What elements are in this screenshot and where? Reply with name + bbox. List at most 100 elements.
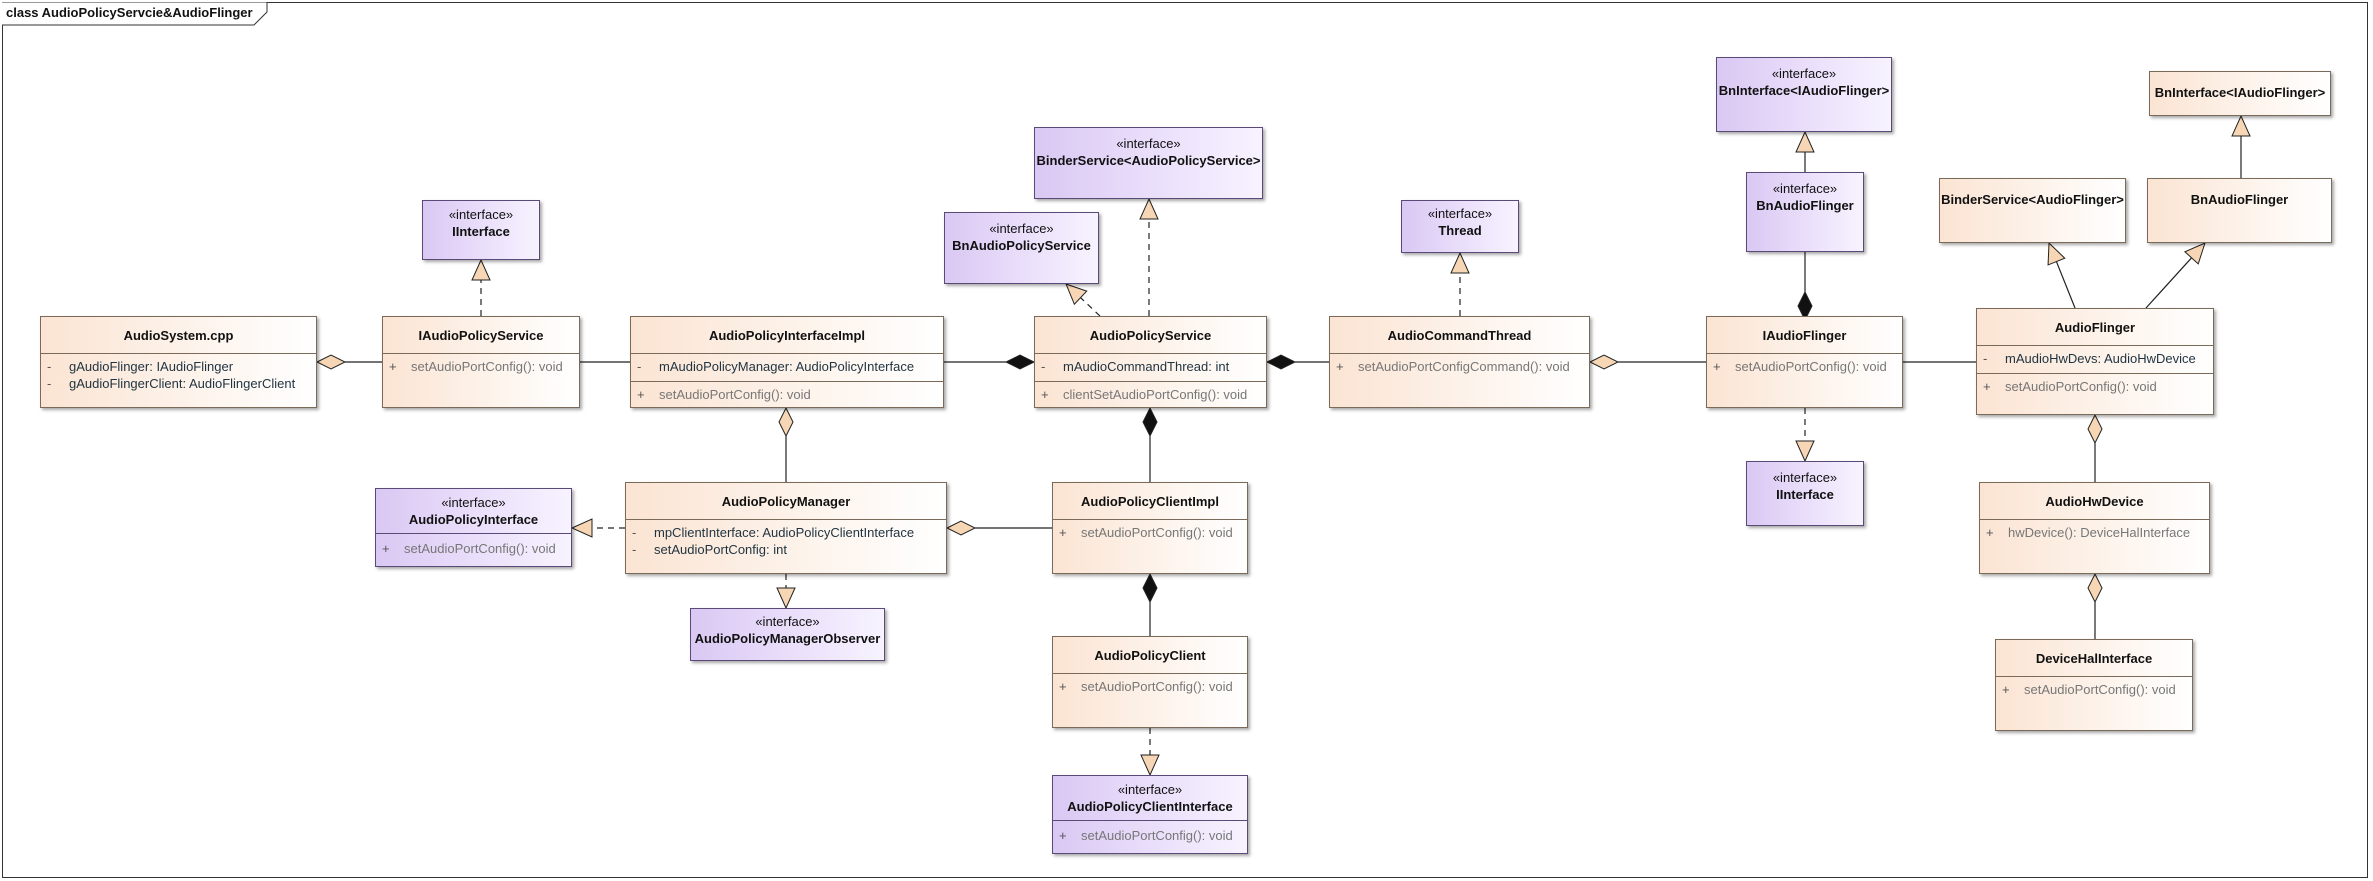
operation-row: +setAudioPortConfig(): void	[2002, 682, 2176, 697]
attribute-row: -gAudioFlingerClient: AudioFlingerClient	[47, 376, 296, 391]
class-audiopolicyclient[interactable]: AudioPolicyClient +setAudioPortConfig():…	[1052, 636, 1248, 728]
aggregation-diamond	[315, 354, 347, 370]
class-thread[interactable]: «interface» Thread	[1401, 200, 1519, 253]
compartment-separator	[1707, 353, 1902, 354]
class-name: AudioSystem.cpp	[123, 328, 234, 343]
class-name: AudioHwDevice	[2045, 494, 2144, 509]
class-audioflinger[interactable]: AudioFlinger -mAudioHwDevs: AudioHwDevic…	[1976, 308, 2214, 415]
class-audiopolicymanagerobserver[interactable]: «interface» AudioPolicyManagerObserver	[690, 608, 885, 661]
class-bnaudiopolicyservice[interactable]: «interface» BnAudioPolicyService	[944, 212, 1099, 284]
frame-title: class AudioPolicyServcie&AudioFlinger	[6, 5, 253, 20]
class-name: BnInterface<IAudioFlinger>	[2154, 85, 2326, 100]
composition-diamond	[1142, 572, 1158, 604]
stereotype: «interface»	[1771, 66, 1837, 81]
generalization-arrowhead	[2183, 242, 2206, 265]
class-bninterface-iaudioflinger-right[interactable]: BnInterface<IAudioFlinger>	[2149, 71, 2331, 116]
aggregation-diamond	[778, 406, 794, 438]
class-iinterface-bottom[interactable]: «interface» IInterface	[1746, 461, 1864, 526]
class-binderservice-audioflinger[interactable]: BinderService<AudioFlinger>	[1939, 178, 2126, 243]
class-name: AudioPolicyInterfaceImpl	[708, 328, 866, 343]
attribute-row: -mAudioPolicyManager: AudioPolicyInterfa…	[637, 359, 915, 374]
generalization-arrowhead	[776, 587, 796, 610]
compartment-separator	[1977, 345, 2213, 346]
aggregation-diamond	[1588, 354, 1620, 370]
generalization-arrowhead	[1795, 440, 1815, 463]
operation-row: +setAudioPortConfig(): void	[1059, 828, 1233, 843]
stereotype: «interface»	[448, 207, 514, 222]
class-name: AudioPolicyClient	[1094, 648, 1206, 663]
operation-row: +setAudioPortConfig(): void	[1059, 679, 1233, 694]
class-bninterface-iaudioflinger-left[interactable]: «interface» BnInterface<IAudioFlinger>	[1716, 57, 1892, 132]
compartment-separator	[1980, 519, 2209, 520]
class-name: IAudioPolicyService	[418, 328, 544, 343]
compartment-separator	[1053, 519, 1247, 520]
class-name: AudioCommandThread	[1387, 328, 1532, 343]
class-iaudioflinger[interactable]: IAudioFlinger +setAudioPortConfig(): voi…	[1706, 316, 1903, 408]
class-iaudiopolicyservice[interactable]: IAudioPolicyService +setAudioPortConfig(…	[382, 316, 580, 408]
stereotype: «interface»	[1117, 782, 1183, 797]
stereotype: «interface»	[755, 614, 820, 629]
generalization-arrowhead	[1139, 197, 1159, 220]
class-name: BinderService<AudioFlinger>	[1941, 192, 2124, 207]
composition-diamond	[1004, 354, 1036, 370]
aggregation-diamond	[2087, 572, 2103, 604]
compartment-separator	[376, 533, 571, 534]
class-audiopolicyclientimpl[interactable]: AudioPolicyClientImpl +setAudioPortConfi…	[1052, 482, 1248, 574]
compartment-separator	[1035, 353, 1266, 354]
class-binderservice-audiopolicyservice[interactable]: «interface» BinderService<AudioPolicySer…	[1034, 127, 1263, 199]
class-audiopolicyinterfaceimpl[interactable]: AudioPolicyInterfaceImpl -mAudioPolicyMa…	[630, 316, 944, 408]
class-name: AudioPolicyClientInterface	[1067, 799, 1233, 814]
class-name: AudioPolicyClientImpl	[1081, 494, 1219, 509]
class-audiosystem-cpp[interactable]: AudioSystem.cpp -gAudioFlinger: IAudioFl…	[40, 316, 317, 408]
generalization-line	[2055, 261, 2076, 309]
generalization-arrowhead	[2231, 114, 2251, 137]
generalization-arrowhead	[570, 518, 593, 538]
stereotype: «interface»	[989, 221, 1054, 236]
compartment-separator	[383, 353, 579, 354]
class-name: AudioPolicyManager	[721, 494, 851, 509]
compartment-separator	[41, 353, 316, 354]
attribute-row: -gAudioFlinger: IAudioFlinger	[47, 359, 234, 374]
class-name: AudioPolicyInterface	[408, 512, 539, 527]
class-devicehalinterface[interactable]: DeviceHalInterface +setAudioPortConfig()…	[1995, 639, 2193, 731]
class-name: IInterface	[452, 224, 510, 239]
class-bnaudioflinger[interactable]: BnAudioFlinger	[2147, 178, 2332, 243]
class-name: AudioFlinger	[2054, 320, 2136, 335]
operation-row: +setAudioPortConfig(): void	[1983, 379, 2157, 394]
compartment-separator	[1330, 353, 1589, 354]
generalization-arrowhead	[471, 258, 491, 281]
class-audiohwdevice[interactable]: AudioHwDevice +hwDevice(): DeviceHalInte…	[1979, 482, 2210, 574]
compartment-separator	[1035, 381, 1266, 382]
class-audiopolicymanager[interactable]: AudioPolicyManager -mpClientInterface: A…	[625, 482, 947, 574]
class-audiopolicyinterface[interactable]: «interface» AudioPolicyInterface +setAud…	[375, 488, 572, 567]
class-name: BnInterface<IAudioFlinger>	[1718, 83, 1890, 98]
operation-row: +setAudioPortConfig(): void	[382, 541, 556, 556]
stereotype: «interface»	[1772, 470, 1838, 485]
class-name: IInterface	[1776, 487, 1834, 502]
aggregation-diamond	[945, 520, 977, 536]
class-name: BnAudioFlinger	[2190, 192, 2289, 207]
generalization-line	[2145, 257, 2193, 309]
operation-row: +setAudioPortConfigCommand(): void	[1336, 359, 1570, 374]
attribute-row: -mpClientInterface: AudioPolicyClientInt…	[632, 525, 915, 540]
generalization-arrowhead	[1450, 251, 1470, 274]
generalization-arrowhead	[1140, 754, 1160, 777]
aggregation-diamond	[2087, 413, 2103, 445]
class-iinterface-top[interactable]: «interface» IInterface	[422, 200, 540, 260]
class-audiocommandthread[interactable]: AudioCommandThread +setAudioPortConfigCo…	[1329, 316, 1590, 408]
class-audiopolicyclientinterface[interactable]: «interface» AudioPolicyClientInterface +…	[1052, 775, 1248, 854]
class-bnaudioflinger-interface[interactable]: «interface» BnAudioFlinger	[1746, 172, 1864, 252]
operation-row: +setAudioPortConfig(): void	[1713, 359, 1887, 374]
operation-row: +clientSetAudioPortConfig(): void	[1041, 387, 1248, 402]
operation-row: +hwDevice(): DeviceHalInterface	[1986, 525, 2191, 540]
class-audiopolicyservice[interactable]: AudioPolicyService -mAudioCommandThread:…	[1034, 316, 1267, 408]
compartment-separator	[626, 519, 946, 520]
compartment-separator	[1053, 820, 1247, 821]
class-name: BnAudioFlinger	[1756, 198, 1854, 213]
compartment-separator	[1977, 373, 2213, 374]
operation-row: +setAudioPortConfig(): void	[1059, 525, 1233, 540]
realization-line	[1080, 297, 1101, 317]
attribute-row: -mAudioHwDevs: AudioHwDevice	[1983, 351, 2196, 366]
